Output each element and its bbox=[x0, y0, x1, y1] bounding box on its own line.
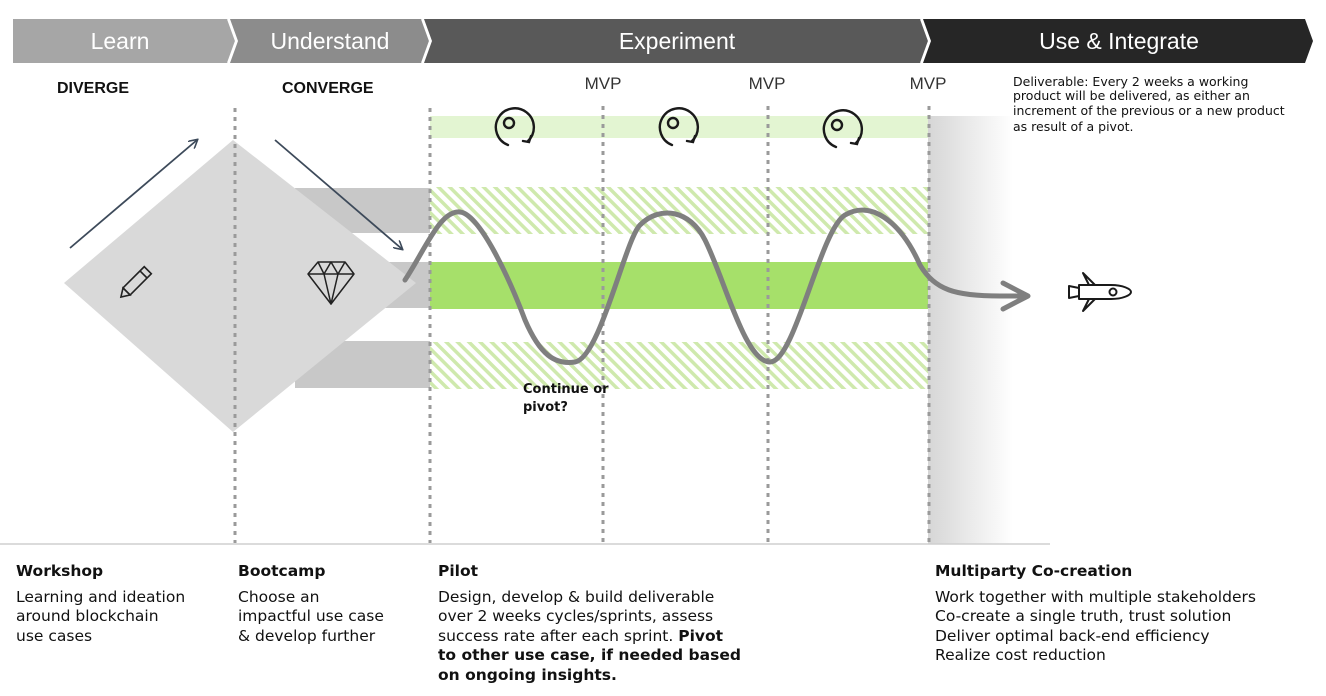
pilot-description: Pilot Design, develop & build deliverabl… bbox=[438, 562, 768, 685]
pilot-title: Pilot bbox=[438, 562, 479, 580]
pilot-line: over 2 weeks cycles/sprints, assess bbox=[438, 607, 714, 625]
deliverable-line-3: increment of the previous or a new produ… bbox=[1013, 103, 1285, 118]
phase-experiment bbox=[424, 19, 929, 63]
bootcamp-description: Bootcamp Choose an impactful use case & … bbox=[238, 562, 418, 646]
multiparty-line: Realize cost reduction bbox=[935, 646, 1106, 664]
converge-label: CONVERGE bbox=[282, 80, 374, 97]
phase-use-integrate bbox=[923, 19, 1313, 63]
phase-label-use-integrate: Use & Integrate bbox=[1039, 28, 1199, 54]
pilot-bold-line: to other use case, if needed based bbox=[438, 646, 741, 664]
workshop-line: use cases bbox=[16, 626, 93, 645]
workshop-line: around blockchain bbox=[16, 607, 159, 625]
iteration-wave bbox=[402, 207, 1028, 365]
hatched-band-bottom bbox=[430, 342, 972, 389]
phase-learn bbox=[13, 19, 236, 63]
deliverable-line-2: product will be delivered, as either an bbox=[1013, 88, 1250, 103]
bootcamp-title: Bootcamp bbox=[238, 562, 326, 580]
pilot-bold-line: on ongoing insights. bbox=[438, 665, 617, 684]
rocket-icon bbox=[1068, 272, 1132, 312]
phase-label-experiment: Experiment bbox=[619, 28, 736, 54]
diverge-arrow bbox=[69, 140, 197, 249]
wave-arrowhead bbox=[1000, 280, 1031, 312]
green-band-main bbox=[430, 262, 991, 309]
multiparty-description: Multiparty Co-creation Work together wit… bbox=[935, 562, 1295, 666]
deliverable-note: Deliverable: Every 2 weeks a working pro… bbox=[1013, 74, 1285, 134]
sprint-band bbox=[430, 116, 930, 138]
diamond-icon bbox=[307, 261, 355, 305]
multiparty-line: Co-create a single truth, trust solution bbox=[935, 607, 1232, 625]
hatched-band-top bbox=[430, 187, 972, 234]
mvp-label-2: MVP bbox=[749, 74, 786, 93]
mvp-label-1: MVP bbox=[585, 74, 622, 93]
decision-line-1: Continue or bbox=[523, 382, 609, 397]
pilot-line-text: success rate after each sprint. bbox=[438, 626, 674, 645]
diamond-shape bbox=[64, 140, 416, 432]
pilot-pivot-keyword: Pivot bbox=[678, 626, 724, 645]
phase-header: Learn Understand Experiment Use & Integr… bbox=[13, 18, 1313, 64]
deliverable-line-4: as result of a pivot. bbox=[1013, 119, 1133, 134]
diverge-label: DIVERGE bbox=[57, 80, 129, 97]
bootcamp-line: Choose an bbox=[238, 587, 320, 606]
workshop-title: Workshop bbox=[16, 562, 104, 580]
workshop-description: Workshop Learning and ideation around bl… bbox=[16, 562, 216, 646]
multiparty-title: Multiparty Co-creation bbox=[935, 562, 1133, 580]
bootcamp-line: & develop further bbox=[238, 626, 376, 645]
decision-line-2: pivot? bbox=[523, 400, 568, 415]
pilot-line: success rate after each sprint. Pivot bbox=[438, 627, 768, 647]
bootcamp-line: impactful use case bbox=[238, 607, 384, 625]
pencil-icon bbox=[119, 265, 153, 299]
phase-label-understand: Understand bbox=[271, 28, 390, 54]
workshop-line: Learning and ideation bbox=[16, 587, 186, 606]
multiparty-line: Deliver optimal back-end efficiency bbox=[935, 626, 1210, 645]
pilot-line: Design, develop & build deliverable bbox=[438, 587, 715, 606]
multiparty-line: Work together with multiple stakeholders bbox=[935, 587, 1256, 606]
mvp-label-3: MVP bbox=[910, 74, 947, 93]
deliverable-line-1: Deliverable: Every 2 weeks a working bbox=[1013, 74, 1248, 89]
phase-label-learn: Learn bbox=[91, 28, 150, 54]
cycle-icon bbox=[494, 107, 864, 149]
phase-understand bbox=[230, 19, 430, 63]
converge-arrow bbox=[274, 139, 402, 249]
integration-fade bbox=[928, 116, 1013, 544]
